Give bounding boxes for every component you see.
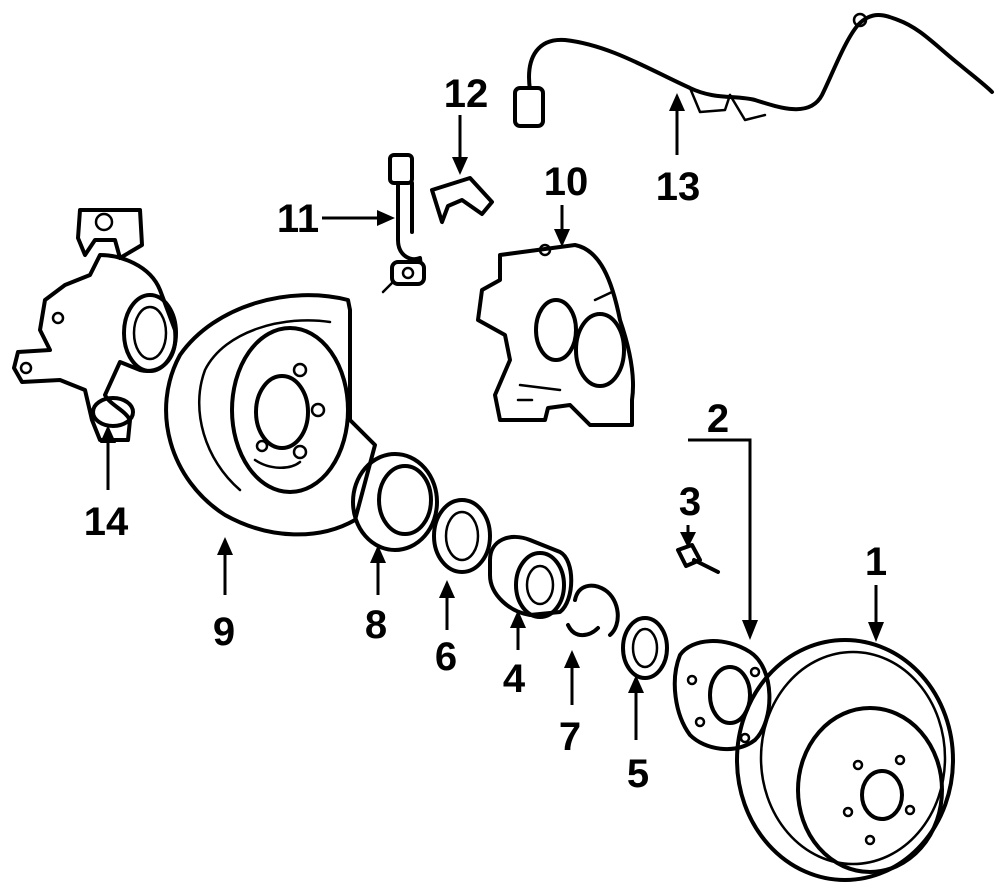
- brake-hose-part: [381, 153, 426, 294]
- callout-12: 12: [444, 72, 489, 116]
- arrow-3: [680, 532, 696, 548]
- callout-13: 13: [656, 165, 701, 209]
- arrow-12: [452, 157, 468, 175]
- callout-2: 2: [707, 397, 729, 441]
- outer-seal-part: [351, 452, 439, 552]
- caliper-part: [476, 243, 636, 427]
- arrow-5: [628, 675, 644, 693]
- callout-5: 5: [627, 752, 649, 796]
- arrow-8: [370, 545, 386, 563]
- wheel-bearing-part: [488, 534, 574, 619]
- callout-8: 8: [365, 603, 387, 647]
- arrow-1: [868, 622, 884, 642]
- leader-2: [688, 438, 752, 622]
- arrow-6: [439, 580, 455, 598]
- callout-labels: 1 2 3 4 5 6 7 8 9 10 11 12 13 14: [84, 72, 887, 796]
- callout-7: 7: [559, 715, 581, 759]
- callout-1: 1: [865, 540, 887, 584]
- axle-hub-part: [672, 639, 772, 752]
- callout-9: 9: [213, 610, 235, 654]
- brake-rotor-part: [735, 638, 955, 882]
- backing-plate-part: [164, 293, 377, 537]
- steering-knuckle-part: [12, 208, 178, 442]
- hose-clip-part: [430, 176, 494, 224]
- arrow-13: [669, 93, 685, 111]
- arrow-11: [377, 210, 395, 226]
- arrow-2: [742, 620, 758, 640]
- callout-11: 11: [277, 197, 319, 241]
- hub-seal-part: [621, 616, 669, 680]
- callout-6: 6: [435, 635, 457, 679]
- arrow-14: [100, 425, 116, 443]
- leader-lines: [100, 93, 884, 740]
- arrow-9: [217, 537, 233, 555]
- arrow-4: [510, 610, 526, 628]
- callout-4: 4: [503, 657, 526, 701]
- arrow-10: [554, 229, 570, 247]
- arrow-7: [564, 650, 580, 668]
- callout-10: 10: [544, 160, 589, 204]
- snap-ring-part: [566, 583, 620, 638]
- hub-bolt-part: [676, 543, 720, 574]
- inner-seal-part: [432, 498, 492, 574]
- callout-14: 14: [84, 500, 129, 544]
- callout-3: 3: [679, 480, 701, 524]
- speed-sensor-part: [513, 12, 994, 128]
